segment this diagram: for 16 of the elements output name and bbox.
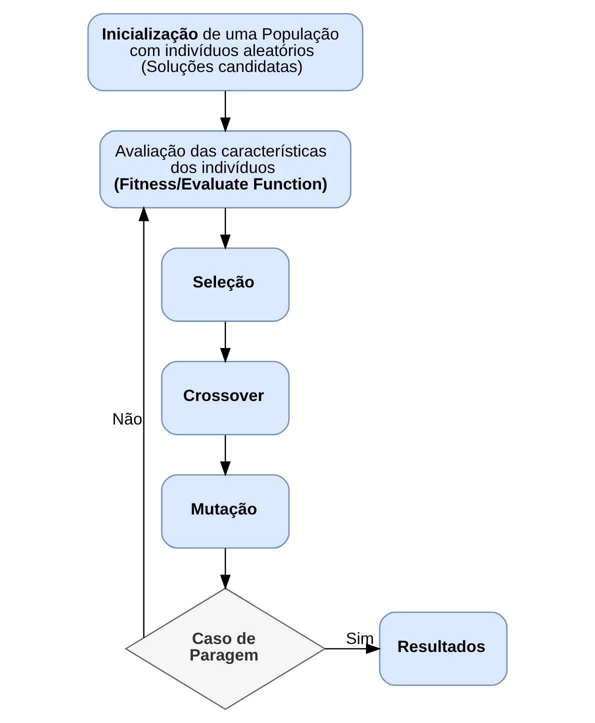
edge-label: Sim xyxy=(346,630,374,648)
arrow xyxy=(325,643,382,654)
arrow xyxy=(138,206,150,638)
node-box: Seleção xyxy=(161,247,290,322)
node-box: Crossover xyxy=(161,360,290,436)
arrow xyxy=(220,90,231,133)
arrow xyxy=(220,548,231,590)
node-box: Avaliação das características dos indivíduos (Fitness/Evaluate Function) xyxy=(99,130,352,208)
arrow xyxy=(220,435,231,476)
arrow xyxy=(220,208,231,250)
edge-label: Não xyxy=(112,410,142,429)
node-box: Resultados xyxy=(379,612,508,686)
node-diamond: Caso de Paragem xyxy=(124,588,326,710)
arrow xyxy=(220,322,231,364)
node-box: Mutação xyxy=(161,474,290,549)
node-box: Inicialização de uma População com indivíduos aleatórios (Soluções candidatas) xyxy=(87,13,364,92)
